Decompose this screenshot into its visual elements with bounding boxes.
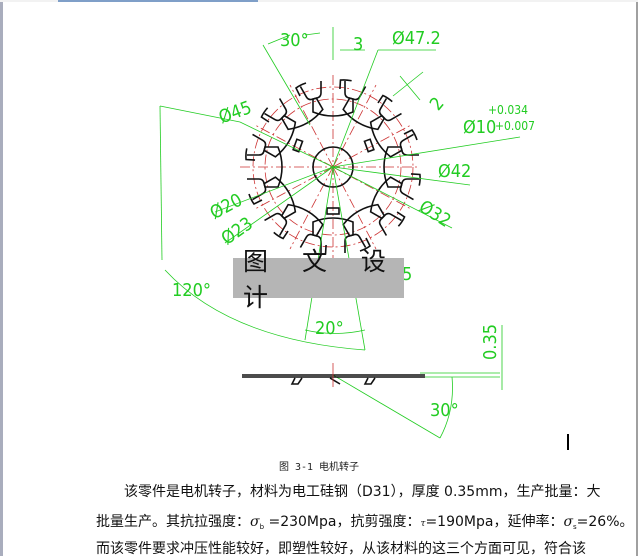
dim-tol-lower: +0.007 [495,119,535,133]
dim-dia-45: Ø45 [216,97,255,128]
paragraph-line-2: 批量生产。其抗拉强度：σb =230Mpa，抗剪强度：τ=190Mpa，延伸率：… [96,511,634,531]
text-cursor [567,434,569,450]
rotor-outline [239,73,427,261]
right-scroll-edge[interactable] [636,2,638,556]
p2-text-c: =190Mpa，延伸率： [425,514,564,530]
rotor-drawing: 30° 3 Ø47.2 Ø45 2 Ø10 +0.034 +0.007 Ø42 … [159,27,535,439]
dim-thickness: 0.35 [480,324,501,360]
p2-text-b: =230Mpa，抗剪强度： [264,514,421,530]
side-view [242,374,425,385]
dim-tol-upper: +0.034 [488,103,528,117]
tau-symbol: τ [420,519,426,529]
dim-angle-20: 20° [315,318,344,339]
sigma-s-subscript: s [573,523,577,531]
sigma-b-subscript: b [259,523,265,531]
p2-text-d: =26%。 [576,514,634,530]
sigma-s-symbol: σ [563,514,574,530]
centerlines [240,75,420,270]
sigma-b-symbol: σ [250,514,260,530]
paragraph-line-1: 该零件是电机转子，材料为电工硅钢（D31），厚度 0.35mm，生产批量：大 [124,484,601,500]
dimension-lines [159,27,521,439]
watermark-label: 图 文 设 计 [233,247,404,312]
paragraph-line-3: 而该零件要求冲压性能较好，即塑性较好，从该材料的这三个方面可见，符合该 [96,541,586,557]
dim-angle-30-top: 30° [280,30,309,51]
dim-dia-42: Ø42 [438,161,471,182]
dim-angle-120: 120° [172,280,211,301]
p2-text-a: 批量生产。其抗拉强度： [96,514,250,530]
dim-width-3: 3 [353,34,363,55]
dim-gap-2: 2 [426,93,449,114]
dim-partial-5: 5 [402,264,412,285]
top-strip [0,0,638,2]
dim-angle-30-bottom: 30° [430,400,459,421]
text-selection-highlight [58,0,258,2]
left-page-margin [0,2,3,556]
dim-dia-47-2: Ø47.2 [392,28,441,49]
figure-caption: 图 3-1 电机转子 [278,462,360,473]
dim-dia-10: Ø10 [463,117,496,138]
